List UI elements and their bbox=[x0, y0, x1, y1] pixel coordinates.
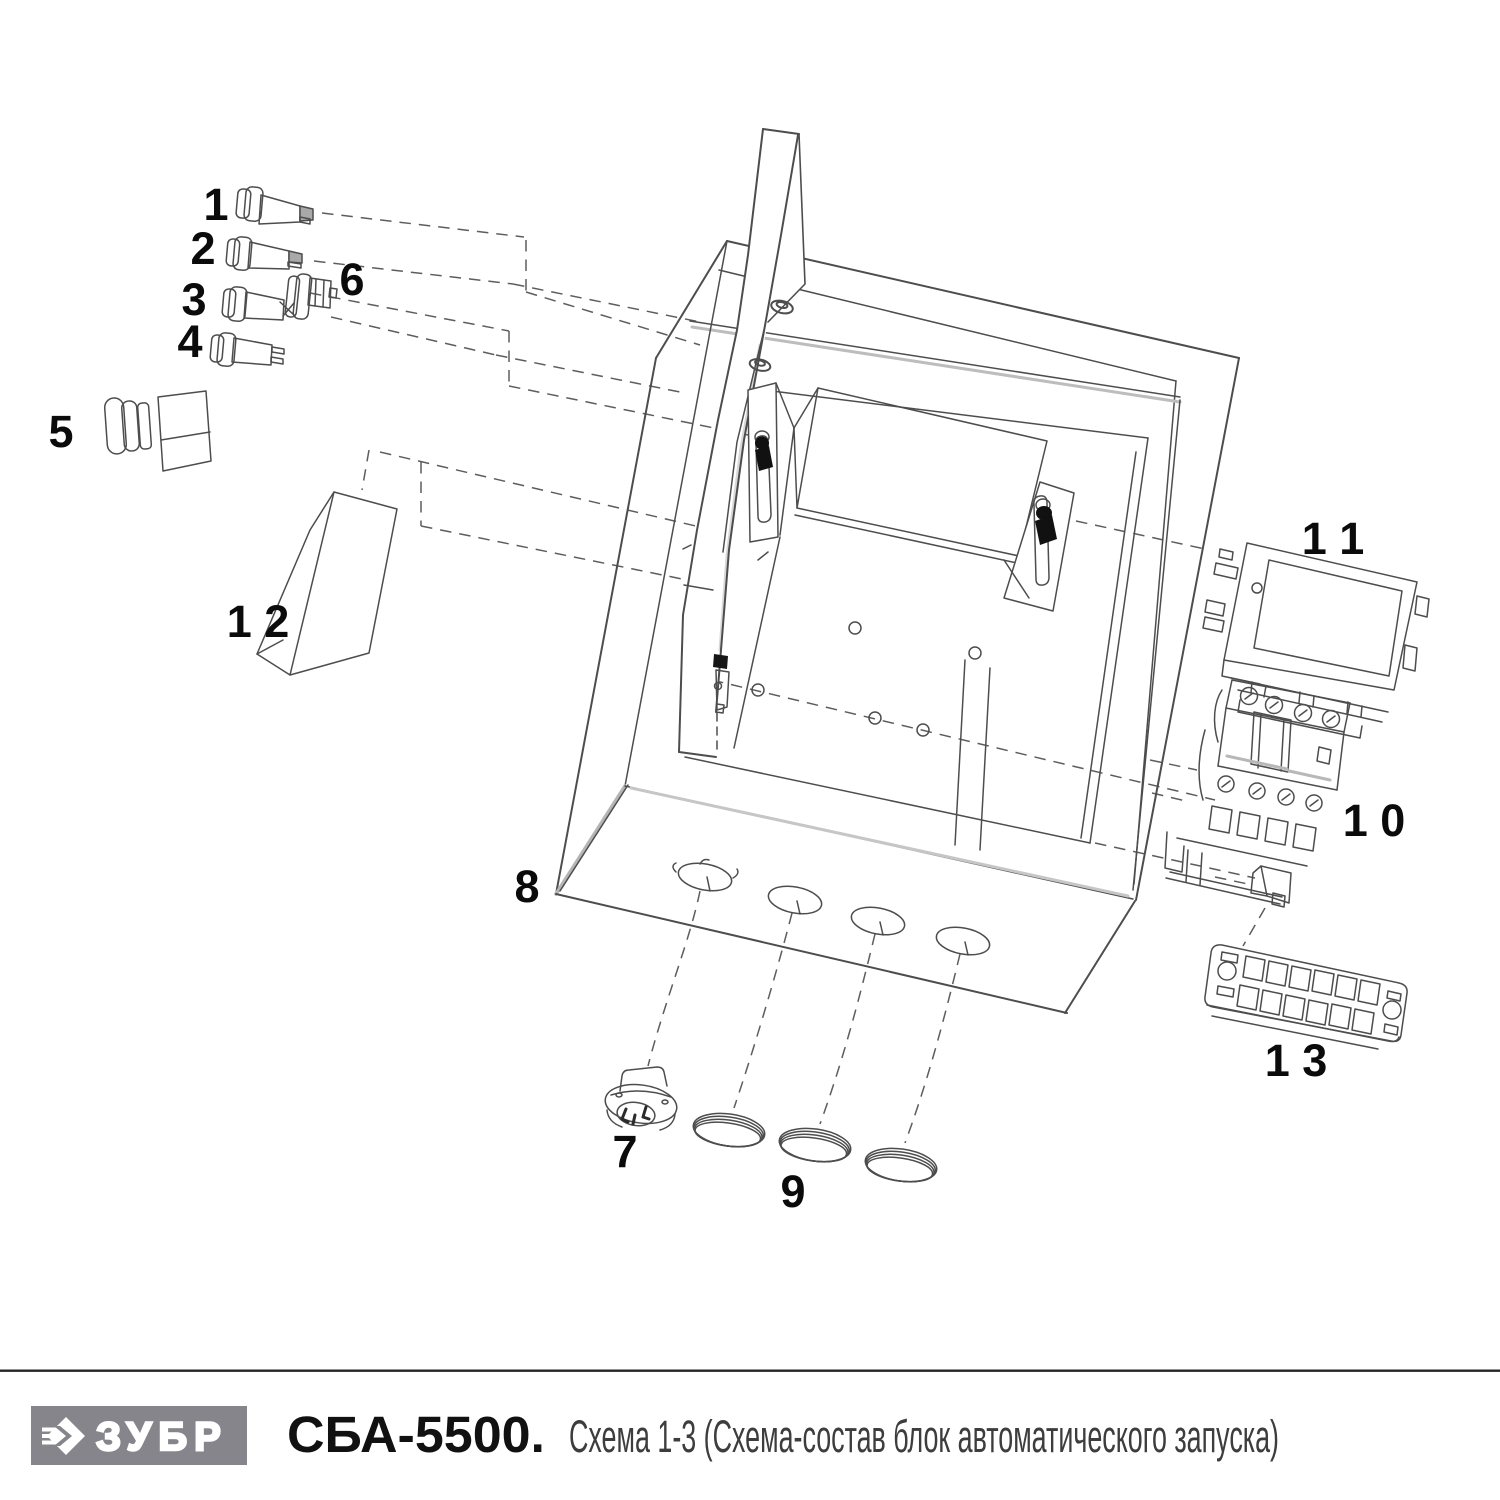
svg-text:7: 7 bbox=[612, 1126, 637, 1177]
svg-text:4: 4 bbox=[177, 316, 202, 367]
svg-text:ЗУБР: ЗУБР bbox=[96, 1415, 228, 1459]
svg-text:1 0: 1 0 bbox=[1343, 795, 1406, 846]
svg-text:6: 6 bbox=[339, 254, 364, 305]
svg-text:1 1: 1 1 bbox=[1302, 513, 1365, 564]
svg-text:1 3: 1 3 bbox=[1265, 1035, 1328, 1086]
svg-text:9: 9 bbox=[780, 1166, 805, 1217]
svg-text:2: 2 bbox=[190, 223, 215, 274]
svg-text:1: 1 bbox=[203, 179, 228, 230]
svg-text:5: 5 bbox=[48, 406, 73, 457]
svg-text:8: 8 bbox=[514, 861, 539, 912]
svg-text:СБА-5500.: СБА-5500. bbox=[287, 1406, 545, 1463]
svg-text:1 2: 1 2 bbox=[227, 596, 290, 647]
svg-text:3: 3 bbox=[181, 274, 206, 325]
svg-text:Схема 1-3 (Схема-состав блок а: Схема 1-3 (Схема-состав блок автоматичес… bbox=[569, 1411, 1279, 1462]
